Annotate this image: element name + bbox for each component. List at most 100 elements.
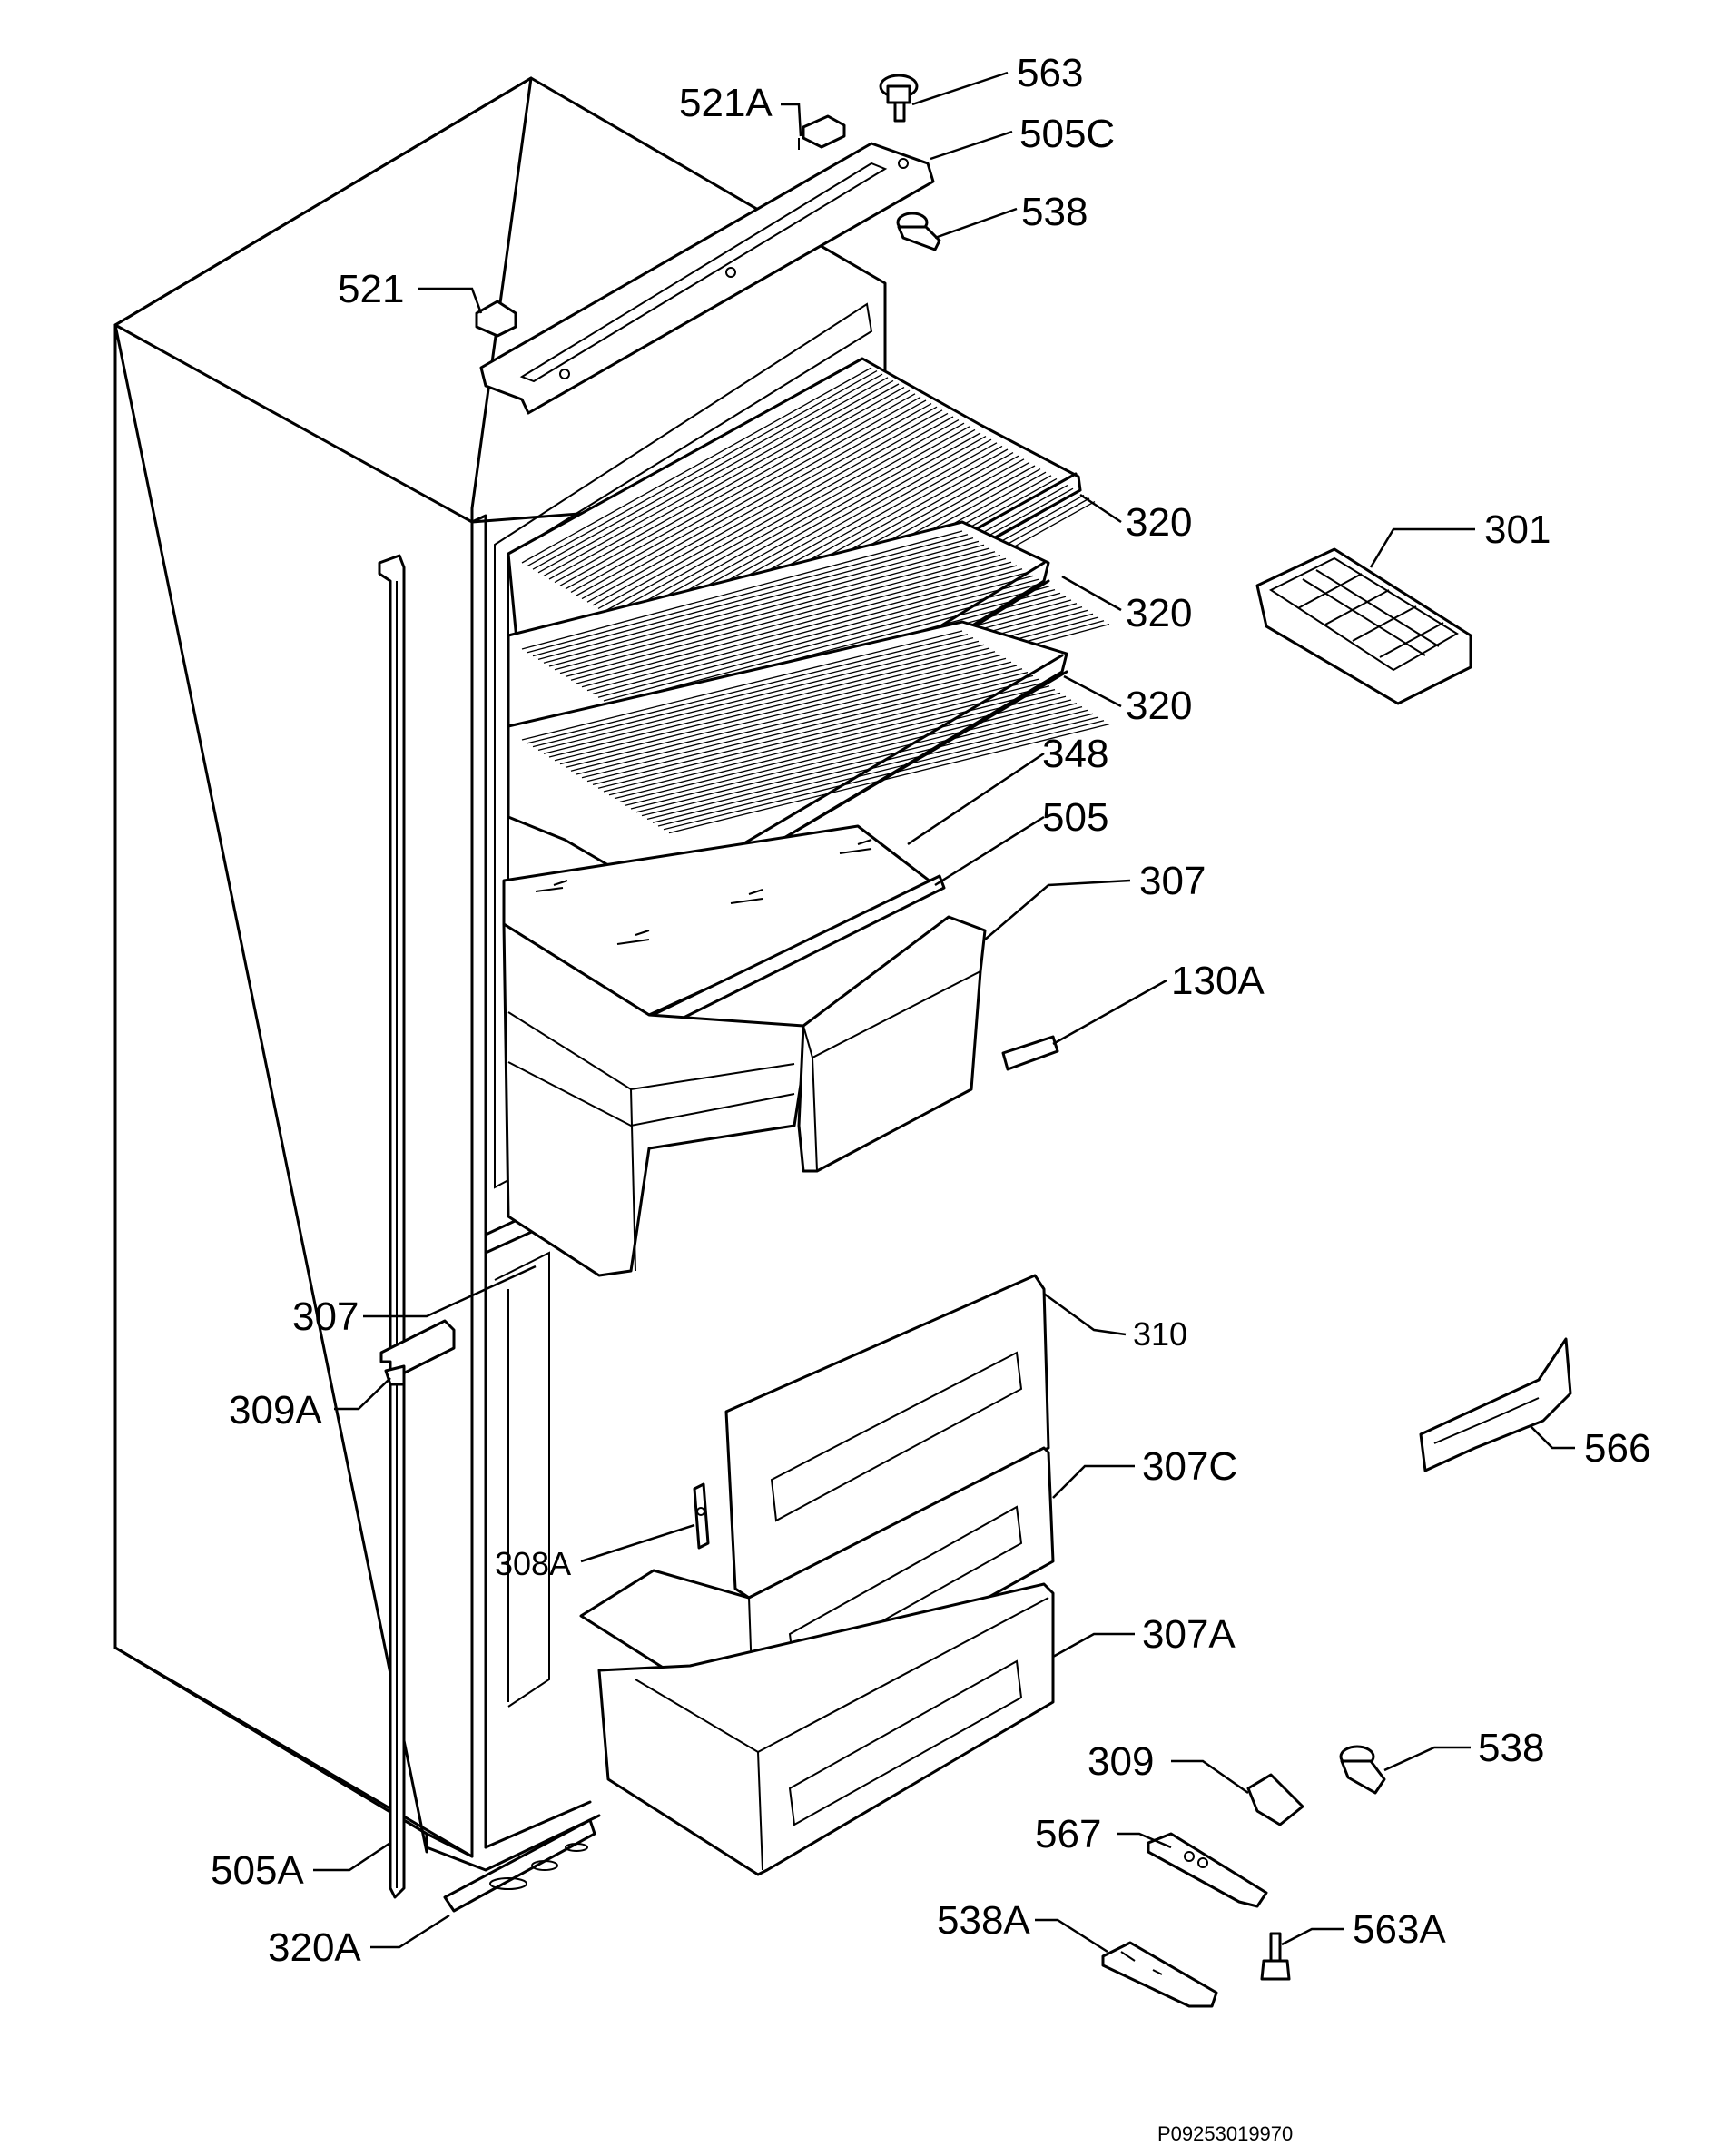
shelf-wire [603, 416, 954, 613]
shelf-wire [592, 575, 1034, 695]
hinge-plate-308a [693, 1482, 710, 1550]
label-308a: 308A [495, 1545, 571, 1582]
shelf-wire [532, 636, 974, 748]
shelf-wire [521, 630, 963, 741]
shelf-wire [581, 568, 1023, 688]
shelf-wire [532, 373, 883, 570]
clip-309a [379, 1319, 456, 1386]
shelf-wire [576, 665, 1018, 775]
shelf-wire [554, 387, 905, 584]
label-348: 348 [1042, 732, 1108, 776]
hinge-538-top [896, 212, 941, 251]
shelf-wire [581, 668, 1023, 779]
shelf-wire [521, 367, 872, 564]
shelf-wire [543, 544, 985, 664]
shelf-wire [592, 674, 1034, 786]
label-301: 301 [1484, 507, 1551, 552]
shelf-wire [548, 647, 990, 758]
label-320-middle: 320 [1126, 591, 1192, 635]
door-seal-strip-505a [378, 554, 406, 1899]
shelf-wire [559, 554, 1001, 674]
shelf-wire [548, 547, 990, 667]
shelf-wire [657, 716, 1099, 827]
shelf-wire [537, 640, 980, 752]
shelf-wire [597, 412, 949, 609]
shelf-wire [614, 422, 965, 619]
label-505: 505 [1042, 795, 1108, 840]
label-307-mid: 307 [292, 1295, 359, 1339]
bracket-566 [1419, 1337, 1572, 1472]
hinge-pin-563 [879, 74, 919, 123]
drawing-code: P09253019970 [1157, 2122, 1293, 2145]
bottom-bar-320a [443, 1818, 596, 1913]
shelf-wire [537, 540, 980, 661]
crisper-drawer-307-left [502, 922, 805, 1277]
shelf-wire [619, 426, 970, 623]
hinge-538a [1101, 1941, 1218, 2008]
label-505a: 505A [211, 1848, 304, 1893]
shelf-wire [586, 571, 1029, 692]
shelf-wire [532, 537, 974, 657]
shelf-wire [663, 720, 1105, 831]
shelf-wire [608, 419, 960, 616]
shelf-wire [543, 379, 894, 576]
label-521a: 521A [679, 81, 773, 125]
plate-567 [1147, 1832, 1268, 1908]
leader-lines [313, 71, 1575, 1954]
shelf-wire [641, 705, 1083, 817]
top-hinge-bar-505c [479, 142, 935, 415]
shelf-wire [570, 661, 1012, 772]
shelf-wire [565, 393, 916, 590]
bracket-130a [1001, 1035, 1059, 1071]
wire-shelf-320-bottom [507, 620, 1110, 910]
shelf-wire [608, 685, 1050, 796]
label-310: 310 [1133, 1315, 1187, 1353]
shelf-wire [614, 688, 1056, 800]
shelf-wire [576, 399, 927, 596]
shelf-wire [630, 699, 1072, 810]
shelf-wire [527, 634, 969, 744]
shelf-wire [597, 578, 1039, 698]
shelf-wire [586, 406, 938, 603]
label-320-top: 320 [1126, 500, 1192, 545]
shelf-wire [597, 678, 1039, 789]
shelf-wire [635, 703, 1078, 813]
shelf-wire [548, 383, 900, 580]
shelf-wire [619, 692, 1061, 803]
shelf-wire [603, 682, 1045, 793]
shelf-wire [521, 530, 963, 650]
label-309: 309 [1088, 1739, 1154, 1784]
refrigerator-cabinet [113, 76, 887, 1872]
label-563a: 563A [1353, 1907, 1446, 1952]
label-538-top: 538 [1021, 190, 1088, 234]
cover-309 [1246, 1773, 1304, 1826]
hinge-pin-563a [1260, 1932, 1291, 1981]
shelf-wire [576, 565, 1018, 684]
shelf-wire [537, 377, 889, 574]
shelf-wire [603, 582, 1045, 702]
shelf-wire [668, 723, 1110, 834]
label-307a: 307A [1142, 1612, 1236, 1657]
hinge-538-bottom [1339, 1745, 1386, 1795]
shelf-wire [527, 534, 969, 654]
shelf-wire [565, 657, 1007, 769]
ice-tray-301 [1255, 547, 1472, 705]
hinge-cap-521 [475, 300, 517, 338]
label-538a: 538A [937, 1898, 1030, 1943]
label-505c: 505C [1019, 112, 1115, 156]
label-521: 521 [338, 267, 404, 311]
glass-shelf-348 [502, 824, 937, 1017]
shelf-wire [592, 409, 943, 606]
shelf-wire [554, 651, 996, 762]
part-labels: 563 521A 505C 538 521 320 301 320 320 34… [211, 51, 1650, 2145]
label-320a: 320A [268, 1925, 361, 1970]
crisper-drawer-307-right [797, 915, 987, 1173]
shelf-wire [646, 709, 1088, 821]
label-563: 563 [1017, 51, 1083, 95]
freezer-drawer-front-310 [724, 1274, 1050, 1600]
shelf-wire [570, 561, 1012, 681]
label-538-bottom: 538 [1478, 1726, 1544, 1770]
label-307-upper: 307 [1139, 859, 1206, 903]
shelf-wire [559, 389, 911, 586]
shelf-wire [527, 370, 878, 567]
